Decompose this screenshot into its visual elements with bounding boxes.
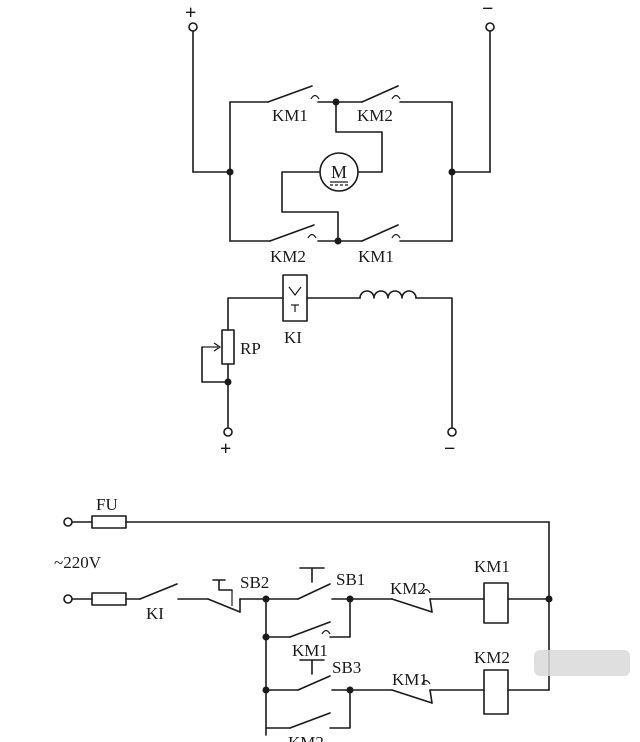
ki-contact-label: KI	[146, 604, 164, 623]
voltage-label: ~220V	[54, 553, 102, 572]
sb3-start-button	[297, 659, 331, 691]
minus-bottom-label: −	[444, 438, 455, 460]
km1-lower-label: KM1	[358, 247, 394, 266]
ki-coil-label: KI	[284, 328, 302, 347]
motor-wire-top	[335, 101, 383, 173]
motor-label: M	[331, 162, 347, 182]
terminal-plus-top	[188, 22, 198, 32]
km1-coil	[483, 582, 509, 624]
km1-lower-contact	[361, 224, 401, 242]
plus-top-label: +	[185, 2, 196, 24]
motor-symbol: M	[319, 152, 359, 192]
motor-bridge: + − KM1 KM2	[185, 0, 495, 266]
rp-label: RP	[240, 339, 261, 358]
km2-upper-contact	[361, 85, 401, 103]
junction-km1-hold	[262, 633, 270, 641]
km2-lower-label: KM2	[270, 247, 306, 266]
km1-coil-label: KM1	[474, 557, 510, 576]
watermark-blur	[534, 650, 630, 676]
field-winding	[359, 290, 417, 299]
km2-hold-contact	[289, 712, 331, 729]
rp-rheostat	[201, 329, 235, 383]
km1-upper-label: KM1	[272, 106, 308, 125]
km2-coil-label: KM2	[474, 648, 510, 667]
fuse-bottom	[91, 592, 127, 606]
terminal-plus-bottom	[223, 427, 233, 437]
plus-bottom-label: +	[220, 438, 231, 460]
sb2-label: SB2	[240, 573, 269, 592]
km2-hold-label: KM2	[288, 733, 324, 742]
minus-top-label: −	[482, 0, 493, 20]
junction-rung1-right	[545, 595, 553, 603]
terminal-line1	[63, 517, 73, 527]
fu-label: FU	[96, 495, 118, 514]
km1-upper-contact	[267, 85, 320, 103]
km1-hold-wire-right	[329, 598, 351, 638]
control-circuit: FU ~220V KI SB2 SB1	[54, 495, 630, 742]
km2-upper-label: KM2	[357, 106, 393, 125]
fuse-top	[91, 515, 127, 529]
sb2-stop-button	[207, 579, 241, 613]
km2-hold-wire-right	[329, 689, 351, 729]
ki-relay-coil	[282, 274, 308, 322]
junction-left-rail	[226, 168, 234, 176]
km1-hold-label: KM1	[292, 641, 328, 660]
sb1-label: SB1	[336, 570, 365, 589]
sb1-start-button	[297, 567, 331, 600]
terminal-minus-bottom	[447, 427, 457, 437]
km2-interlock-contact	[391, 588, 433, 613]
field-circuit: KI − RP +	[201, 274, 457, 460]
junction-right-rail	[448, 168, 456, 176]
field-wire-left	[227, 297, 284, 331]
km2-lower-contact	[269, 224, 317, 242]
sb3-label: SB3	[332, 658, 361, 677]
terminal-line2	[63, 594, 73, 604]
ki-contact	[139, 583, 178, 600]
motor-wire-bottom	[281, 171, 339, 242]
junction-rp	[224, 378, 232, 386]
terminal-minus-top	[485, 22, 495, 32]
km2-interlock-label: KM2	[390, 579, 426, 598]
km1-hold-contact	[289, 621, 331, 638]
km1-interlock-label: KM1	[392, 670, 428, 689]
km2-coil	[483, 669, 509, 715]
field-wire-right	[415, 297, 453, 428]
km1-interlock-contact	[391, 679, 433, 704]
